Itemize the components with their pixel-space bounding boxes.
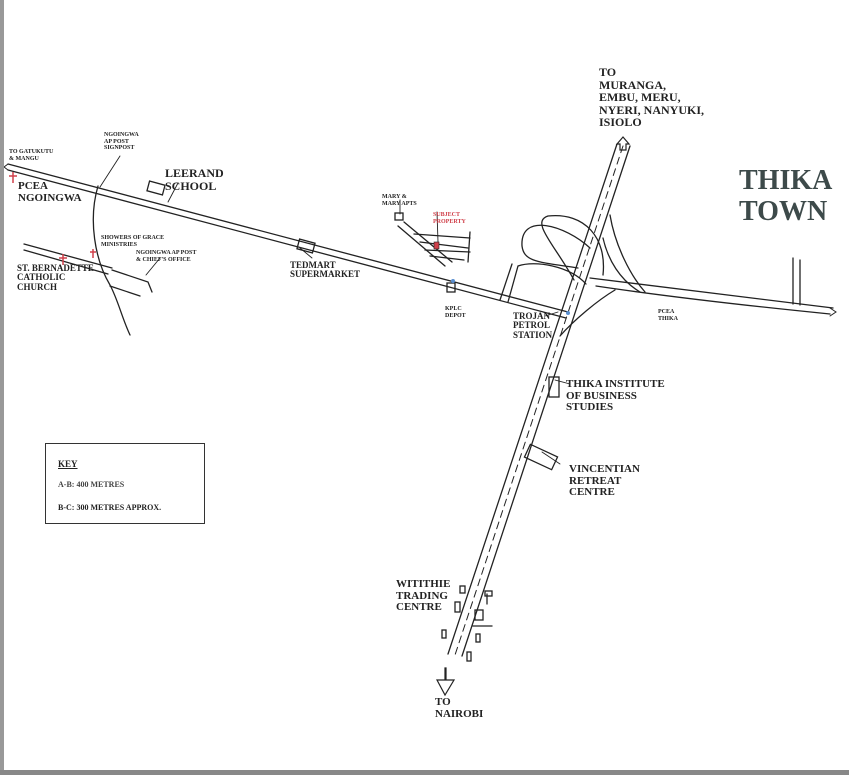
- label-ngoingwa-signpost: NGOINGWA AP POST SIGNPOST: [104, 132, 139, 152]
- label-witithie: WITITHIE TRADING CENTRE: [396, 578, 451, 614]
- estate-roads: [397, 221, 471, 267]
- location-c-marker: [566, 311, 570, 315]
- label-leerand-school: LEERAND SCHOOL: [165, 166, 224, 193]
- label-to-nairobi: TO NAIROBI: [435, 696, 484, 720]
- key-title: KEY: [58, 459, 78, 469]
- label-kplc-depot: KPLC DEPOT: [445, 306, 466, 319]
- scan-edge: [0, 0, 4, 775]
- road-to-thika-town: [589, 257, 834, 315]
- key-ab: A-B: 400 METRES: [58, 480, 125, 489]
- label-pcea-ngoingwa: PCEA NGOINGWA: [18, 180, 82, 204]
- ngoingwa-side-road: [23, 185, 153, 336]
- ngoingwa-road: [7, 163, 569, 319]
- church-cross-icon: [9, 172, 17, 183]
- label-subject-property: SUBJECT PROPERTY: [433, 212, 466, 225]
- interchange: [499, 214, 646, 337]
- arrow-east: [829, 307, 837, 317]
- arrow-west: [3, 163, 9, 171]
- label-mary-apts: MARY & MARY APTS: [382, 194, 417, 207]
- label-st-bernadette: ST. BERNADETTE CATHOLIC CHURCH: [17, 263, 94, 292]
- arrow-south: [436, 667, 456, 697]
- arrow-north: [615, 136, 631, 151]
- buildings: [146, 180, 560, 662]
- label-thika-town: THIKA TOWN: [739, 165, 833, 227]
- subject-property-marker: [433, 241, 440, 250]
- location-a-marker: [451, 279, 455, 283]
- label-to-north: TO MURANGA, EMBU, MERU, NYERI, NANYUKI, …: [599, 65, 705, 130]
- label-trojan-petrol: TROJAN PETROL STATION: [513, 311, 553, 340]
- scan-edge: [0, 770, 849, 775]
- map-key: KEY A-B: 400 METRES B-C: 300 METRES APPR…: [45, 443, 205, 524]
- thika-highway: [447, 143, 631, 657]
- label-to-gatukutu: TO GATUKUTU & MANGU: [9, 149, 54, 162]
- label-thika-institute: THIKA INSTITUTE OF BUSINESS STUDIES: [566, 378, 665, 414]
- key-bc: B-C: 300 METRES APPROX.: [58, 503, 162, 512]
- label-showers-of-grace: SHOWERS OF GRACE MINISTRIES: [101, 235, 165, 248]
- church-cross-icon: [90, 249, 96, 258]
- callout-lines: [99, 155, 571, 465]
- label-pcea-thika: PCEA THIKA: [658, 309, 679, 322]
- label-chiefs-office: NGOINGWA AP POST & CHIEF'S OFFICE: [136, 250, 197, 263]
- church-cross-icon: [59, 254, 67, 265]
- label-vincentian: VINCENTIAN RETREAT CENTRE: [569, 463, 640, 499]
- label-tedmart: TEDMART SUPERMARKET: [290, 260, 361, 280]
